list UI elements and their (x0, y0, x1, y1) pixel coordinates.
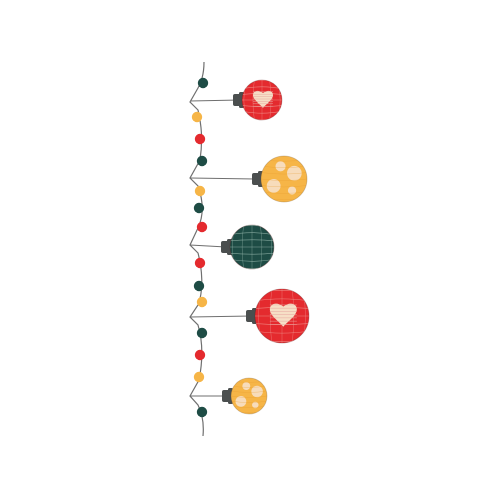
polka-dot (287, 186, 297, 195)
heart-motif (253, 90, 273, 108)
bead-green (197, 77, 209, 89)
hanger-thread (189, 99, 241, 102)
bead-green (196, 155, 208, 167)
bead-red (194, 349, 206, 361)
polka-dot (286, 165, 302, 181)
bead-group (191, 77, 209, 418)
bead-green (196, 406, 208, 418)
polka-dot (251, 385, 263, 398)
hanger-thread (189, 244, 227, 248)
bead-green (196, 327, 208, 339)
ornament-pattern (231, 380, 267, 413)
ornament-red (233, 79, 283, 121)
polka-dot (275, 161, 286, 172)
ornament-yellow (252, 155, 308, 203)
bead-red (194, 257, 206, 269)
bead-yellow (196, 296, 208, 308)
ornament-yellow (222, 377, 268, 415)
ornament-group (221, 79, 310, 415)
heart-motif (269, 303, 297, 327)
bead-yellow (194, 185, 206, 197)
polka-dot (242, 382, 251, 391)
hanger-thread (189, 315, 253, 318)
polka-dot (235, 396, 247, 407)
bead-red (196, 221, 208, 233)
bead-yellow (191, 111, 203, 123)
ornament-red (246, 288, 310, 344)
bead-green (193, 280, 205, 292)
polka-dot (266, 179, 281, 193)
bead-red (194, 133, 206, 145)
polka-dot (252, 401, 259, 409)
ornament-green (221, 224, 275, 270)
ornament-hangers (189, 99, 259, 397)
bead-yellow (193, 371, 205, 383)
hanger-thread (189, 177, 259, 180)
bead-green (193, 202, 205, 214)
